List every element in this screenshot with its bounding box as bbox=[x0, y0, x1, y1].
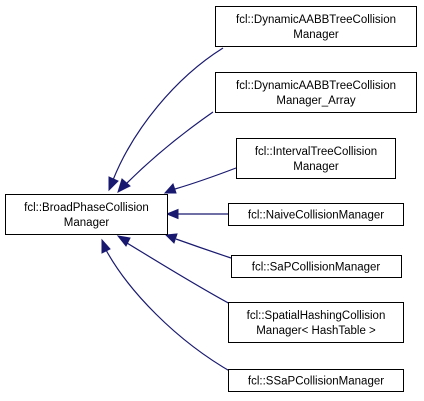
edge-naive bbox=[165, 208, 228, 220]
node-interval-tree-line-1: fcl::IntervalTreeCollision bbox=[255, 146, 377, 158]
node-sap-line-1: fcl::SaPCollisionManager bbox=[252, 262, 381, 274]
node-dynamic-aabb-tree-collision-manager-array[interactable]: fcl::DynamicAABBTreeCollision Manager_Ar… bbox=[215, 72, 417, 113]
node-dynamic-aabb-array-line-1: fcl::DynamicAABBTreeCollision bbox=[236, 80, 396, 92]
node-base-class-line-2: Manager bbox=[64, 217, 110, 229]
edge-spatial-hashing bbox=[116, 235, 233, 306]
edge-ssap bbox=[101, 238, 234, 374]
edge-sap bbox=[164, 233, 232, 259]
node-dynamic-aabb-line-1: fcl::DynamicAABBTreeCollision bbox=[236, 14, 396, 26]
edge-dyn-aabb-array bbox=[117, 111, 214, 193]
node-spatial-hashing-collision-manager[interactable]: fcl::SpatialHashingCollision Manager< Ha… bbox=[228, 302, 404, 343]
node-interval-tree-line-2: Manager bbox=[293, 161, 339, 173]
node-spatial-hashing-line-2: Manager< HashTable > bbox=[256, 325, 376, 337]
node-spatial-hashing-line-1: fcl::SpatialHashingCollision bbox=[247, 310, 386, 322]
node-base-class-line-1: fcl::BroadPhaseCollision bbox=[24, 202, 149, 214]
node-ssap-collision-manager[interactable]: fcl::SSaPCollisionManager bbox=[228, 369, 404, 392]
node-dynamic-aabb-array-line-2: Manager_Array bbox=[276, 95, 356, 107]
node-dynamic-aabb-tree-collision-manager[interactable]: fcl::DynamicAABBTreeCollision Manager bbox=[215, 6, 417, 47]
edge-interval-tree bbox=[163, 167, 237, 194]
node-ssap-line-1: fcl::SSaPCollisionManager bbox=[248, 376, 384, 388]
node-base-class[interactable]: fcl::BroadPhaseCollision Manager bbox=[5, 194, 168, 235]
edge-dyn-aabb bbox=[108, 47, 224, 192]
node-interval-tree-collision-manager[interactable]: fcl::IntervalTreeCollision Manager bbox=[236, 138, 396, 179]
node-naive-collision-manager[interactable]: fcl::NaiveCollisionManager bbox=[228, 203, 404, 226]
node-sap-collision-manager[interactable]: fcl::SaPCollisionManager bbox=[231, 255, 402, 278]
edges bbox=[101, 47, 237, 374]
node-dynamic-aabb-line-2: Manager bbox=[293, 29, 339, 41]
node-naive-line-1: fcl::NaiveCollisionManager bbox=[248, 210, 384, 222]
